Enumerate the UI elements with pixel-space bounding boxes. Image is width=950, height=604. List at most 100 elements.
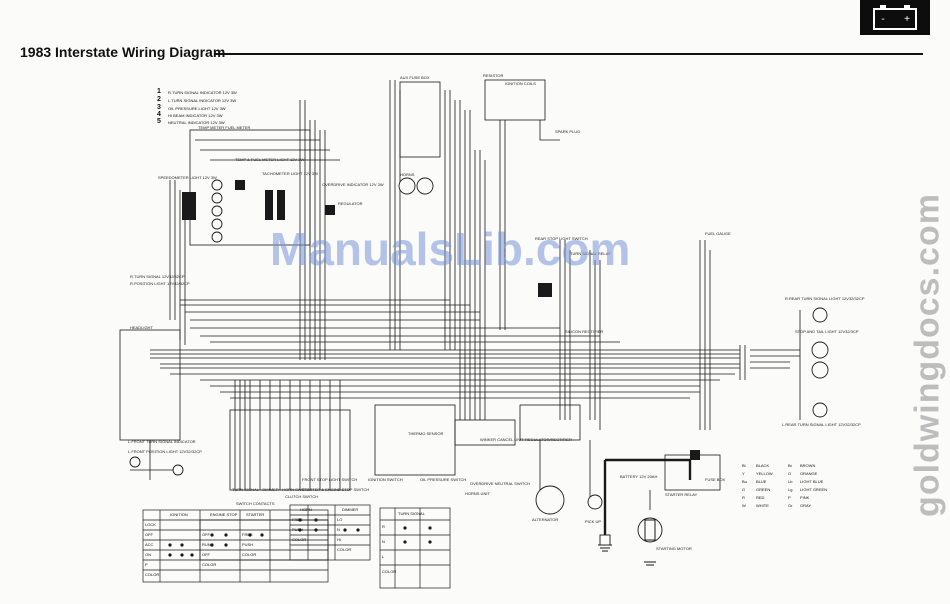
label-fuse-box-main: FUSE BOX: [705, 477, 726, 482]
legend-text: HI BEAM INDICATOR 12V 3W: [168, 113, 223, 118]
switch-row-label: OFF: [202, 552, 210, 557]
label-r-turn-front: R.TURN SIGNAL 12V32/32CP: [130, 274, 185, 279]
label-l-front-turn: L.FRONT TURN SIGNAL INDICATOR: [128, 439, 196, 444]
label-r-position: R.POSITION LIGHT 12V32/32CP: [130, 281, 190, 286]
color-code: P: [788, 495, 791, 500]
label-alternator: ALTERNATOR: [532, 517, 559, 522]
color-code: Lg: [788, 487, 793, 492]
svg-text:-: -: [881, 14, 884, 25]
switch-row-label: COLOR: [337, 547, 352, 552]
switch-row-label: LO: [337, 517, 343, 522]
switch-row-label: COLOR: [382, 569, 397, 574]
label-fuse-box: AUX FUSE BOX: [400, 75, 430, 80]
switch-row-label: PUSH: [242, 542, 254, 547]
legend-num: 3: [157, 104, 161, 111]
switch-row-label: ACC: [145, 542, 154, 547]
label-stop-tail: STOP AND TAIL LIGHT 12V32/3CP: [795, 329, 859, 334]
switch-row-label: COLOR: [242, 552, 257, 557]
switch-row-label: OFF: [145, 532, 153, 537]
switch-table-title: HORN: [300, 507, 312, 512]
label-temp-fuel-meter: TEMP METER FUEL METER: [198, 125, 251, 130]
switch-row-label: PUSH: [292, 527, 304, 532]
color-code: G: [742, 487, 746, 492]
color-name: LIGHT BLUE: [800, 479, 824, 484]
side-mark-text: goldwingdocs.com: [908, 193, 947, 517]
label-ignition-coils: IGNITION COILS: [505, 81, 536, 86]
label-front-stop-switch: FRONT STOP LIGHT SWITCH: [302, 477, 358, 482]
label-rear-stop-switch: REAR STOP LIGHT SWITCH: [535, 236, 588, 241]
legend-num: 1: [157, 88, 161, 95]
label-turn-relay: TURN SIGNAL RELAY: [570, 251, 611, 256]
label-starter-stop-switch: STARTER & ENGINE STOP SWITCH: [302, 487, 370, 492]
label-tachometer-light: TACHOMETER LIGHT 12V 3W: [262, 171, 318, 176]
switch-row-label: L: [382, 554, 385, 559]
label-temp-fuel-light: TEMP & FUEL METER LIGHT 12V 3W: [235, 157, 305, 162]
switch-row-label: COLOR: [202, 562, 217, 567]
color-name: PINK: [800, 495, 810, 500]
color-code: R: [742, 495, 745, 500]
switch-row-label: FREE: [242, 532, 253, 537]
label-silicon-rectifier: SILICON RECTIFIER: [565, 329, 604, 334]
manualslib-watermark: ManualsLib.com: [270, 223, 631, 275]
legend-num: 2: [157, 96, 161, 103]
color-name: RED: [756, 495, 765, 500]
label-battery: BATTERY 12V 20AH: [620, 474, 658, 479]
label-pulse-gen: PICK UP: [585, 519, 602, 524]
switch-row-label: N: [382, 539, 385, 544]
color-code: Lb: [788, 479, 793, 484]
switch-row-label: HI: [337, 537, 341, 542]
color-name: BLACK: [756, 463, 770, 468]
switch-row-label: COLOR: [145, 572, 160, 577]
label-resistor: RESISTOR: [483, 73, 504, 78]
goldwingdocs-side-mark: goldwingdocs.com: [906, 150, 950, 560]
label-overdrive-indicator: OVERDRIVE INDICATOR 12V 3W: [322, 182, 384, 187]
switch-row-label: OFF: [202, 532, 210, 537]
horn-right: [416, 177, 434, 195]
label-spark-plugs: SPARK PLUG: [555, 129, 581, 134]
color-code: W: [742, 503, 746, 508]
switch-row-label: RUN: [202, 542, 211, 547]
label-oil-pressure-switch: OIL PRESSURE SWITCH: [420, 477, 467, 482]
label-headlight: HEADLIGHT: [130, 325, 153, 330]
label-reg-rectifier: REGULATOR/RECTIFIER: [525, 437, 572, 442]
title-rule: [215, 53, 923, 55]
legend-text: NEUTRAL INDICATOR 12V 3W: [168, 120, 225, 125]
horn-left: [398, 177, 416, 195]
label-temp-sender: THERMO SENSOR: [408, 431, 444, 436]
color-name: YELLOW: [756, 471, 773, 476]
switch-row-label: R: [382, 524, 385, 529]
legend-text: R.TURN SIGNAL INDICATOR 12V 3W: [168, 90, 237, 95]
switch-row-label: P: [145, 562, 148, 567]
color-name: BROWN: [800, 463, 816, 468]
color-name: ORANGE: [800, 471, 818, 476]
label-regulator: REGULATOR: [338, 201, 363, 206]
switch-row-label: N: [337, 527, 340, 532]
legend-text: L.TURN SIGNAL INDICATOR 12V 3W: [168, 98, 237, 103]
switch-row-label: LOCK: [145, 522, 156, 527]
label-horns: HORNS: [400, 172, 415, 177]
label-r-rear-turn: R.REAR TURN SIGNAL LIGHT 12V32/32CP: [785, 296, 865, 301]
battery-icon: - +: [860, 0, 930, 35]
label-speedometer-light: SPEEDOMETER LIGHT 12V 3W: [158, 175, 217, 180]
switch-table-title: IGNITION: [170, 512, 188, 517]
label-horn-unit: HORNS UNIT: [465, 491, 490, 496]
color-code: Bl: [742, 463, 746, 468]
color-code: Br: [788, 463, 792, 468]
switch-row-label: ON: [145, 552, 151, 557]
color-code: O: [788, 471, 792, 476]
color-name: LIGHT GREEN: [800, 487, 828, 492]
label-l-rear-turn: L.REAR TURN SIGNAL LIGHT 12V32/32CP: [782, 422, 861, 427]
label-turn-dimmer-horn: TURN SIGNAL • DIMMER • HORN SWITCH: [232, 487, 311, 492]
svg-text:+: +: [904, 14, 910, 25]
label-switch-contacts: SWITCH CONTACTS: [236, 501, 275, 506]
label-starter-relay: STARTER RELAY: [665, 492, 698, 497]
color-code: Bu: [742, 479, 747, 484]
color-name: BLUE: [756, 479, 767, 484]
switch-table-title: DIMMER: [342, 507, 359, 512]
label-neutral-switch: OVERDRIVE NEUTRAL SWITCH: [470, 481, 531, 486]
switch-table-title: ENGINE STOP: [210, 512, 238, 517]
label-fuel-gauge: FUEL GAUGE: [705, 231, 731, 236]
legend-text: OIL PRESSURE LIGHT 12V 3W: [168, 106, 226, 111]
